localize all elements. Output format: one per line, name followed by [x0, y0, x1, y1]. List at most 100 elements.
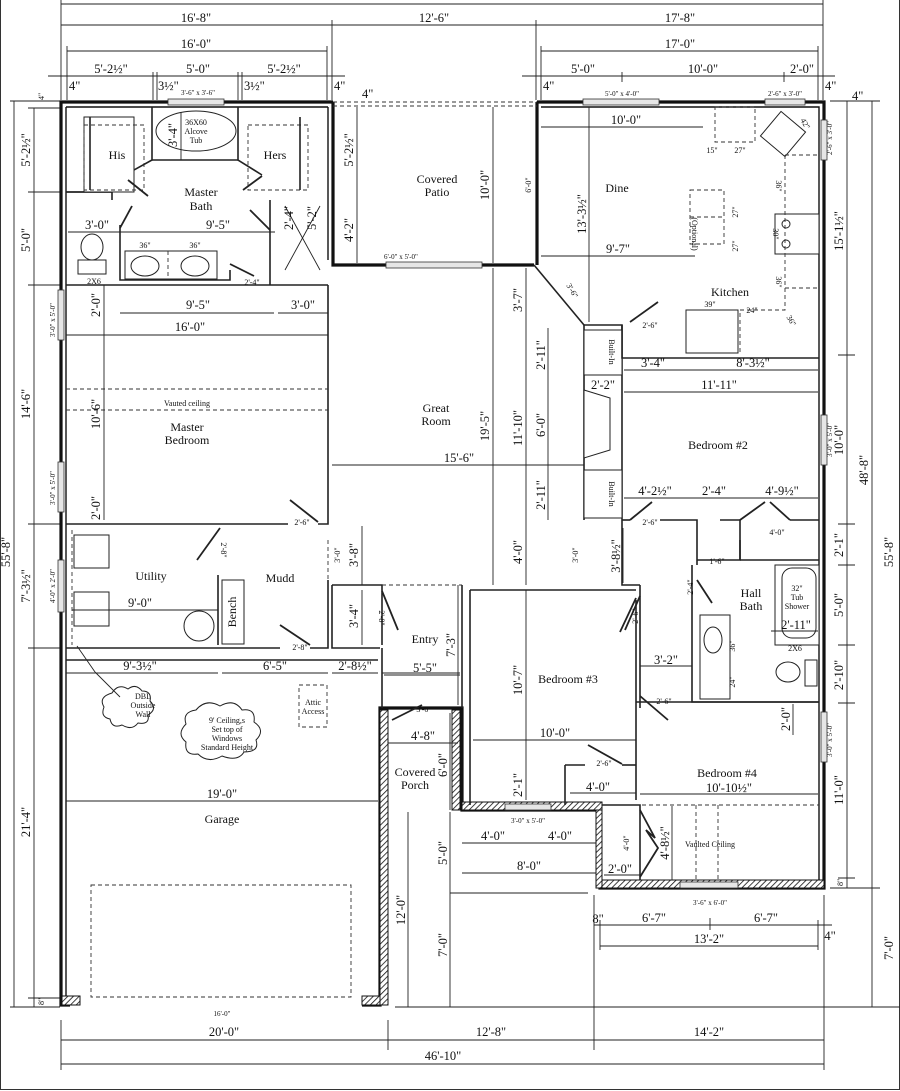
dim: 5'-2½" [342, 133, 356, 166]
dim-small: 8" [836, 879, 845, 886]
window-label: 3'-0" x 5'-0" [49, 303, 57, 337]
dim: 2'-1" [511, 773, 525, 797]
window-label: 3'-6" x 3'-6" [181, 89, 215, 97]
dim: 3'-6" [564, 282, 579, 300]
dim: 2X6 [788, 644, 802, 653]
label-bedroom4: Bedroom #4 [697, 766, 757, 780]
cloud-text: Wall [136, 710, 152, 719]
label-entry: Entry [412, 632, 439, 646]
dim-bottom-14-2: 14'-2" [694, 1025, 724, 1039]
dim: 39" [704, 300, 715, 309]
dim-small: 3½" [158, 79, 179, 93]
dim: 4'-8" [411, 729, 435, 743]
dim: 3'-4" [166, 123, 180, 147]
dim: 4'-2" [342, 218, 356, 242]
sink [130, 255, 160, 277]
label-covered-patio-2: Patio [425, 185, 450, 199]
dim: 30" [771, 228, 780, 239]
dim: 3'-8" [347, 543, 361, 567]
dim: 1'-6" [709, 557, 724, 566]
tub-label: Tub [791, 593, 804, 602]
dim-left-5-2.5: 5'-2½" [19, 133, 33, 166]
dim: 4'-2½" [638, 484, 671, 498]
interior-dimensions: 3'-4" 3'-0" 9'-5" 2'-4" 5'-2" 36" 36" 2'… [66, 107, 818, 1007]
cloud-text: DBL [135, 692, 151, 701]
dim: 12'-0" [394, 895, 408, 925]
dim-small: 4" [824, 929, 835, 943]
dim: 9'-3½" [123, 659, 156, 673]
dim: 5'-0" [436, 841, 450, 865]
window-bed4 [679, 881, 739, 889]
dim-right-main-total: 48'-8" [857, 455, 871, 485]
dim: 36" [728, 640, 737, 651]
dim-left-7-3.5: 7'-3½" [19, 569, 33, 602]
dim: 2'-6" [656, 697, 671, 706]
dim-left-5-0: 5'-0" [19, 228, 33, 252]
dim-master-bath-left: 5'-2½" [94, 62, 127, 76]
dim-small: 4" [852, 89, 863, 103]
dim-small: 4" [362, 87, 373, 101]
window-label: 2'-6" x 3'-0" [826, 121, 834, 155]
dim: 6'-7" [754, 911, 778, 925]
attic-text: Access [302, 707, 325, 716]
window-front [504, 803, 552, 811]
label-great-room-2: Room [421, 414, 451, 428]
dim-right-5-0: 5'-0" [832, 593, 846, 617]
label-kitchen: Kitchen [711, 285, 749, 299]
dim: 27" [731, 206, 740, 217]
washer [73, 534, 110, 569]
attic-access [298, 684, 328, 728]
dim: 3'-4" [347, 604, 361, 628]
dim: 10'-0" [478, 170, 492, 200]
dim: 3'-0" [291, 298, 315, 312]
dim: 9'-5" [206, 218, 230, 232]
label-bedroom2: Bedroom #2 [688, 438, 748, 452]
dim: 6'-0" [534, 413, 548, 437]
window-master-bed-1 [57, 289, 65, 341]
dim: 4'-0" [481, 829, 505, 843]
cloud-text: Standard Height [201, 743, 254, 752]
exterior-walls: 6'-0" x 5'-0" 3'-0" x 5'-0" 3'-6" x 6'-0… [57, 98, 828, 1007]
dim: 8'-3½" [736, 356, 769, 370]
dim: 2'-11" [781, 618, 811, 632]
dim: 6'-0" [524, 177, 533, 192]
dim: 9'-5" [186, 298, 210, 312]
dim: 16'-0" [175, 320, 205, 334]
label-mudd: Mudd [266, 571, 295, 585]
toilet [80, 233, 104, 261]
dim: 36" [139, 241, 150, 250]
dim: 2'-0" [608, 862, 632, 876]
dim-right-7-0: 7'-0" [882, 936, 896, 960]
dim-small: 4" [543, 79, 554, 93]
dim: 10'-10½" [706, 781, 752, 795]
dim: 3'-0" [416, 705, 431, 714]
dim-left-total: 55'-8" [0, 537, 13, 567]
window-label: 3'-0" x 5'-0" [511, 817, 545, 825]
window-dine [582, 98, 660, 106]
dim: 3'-8½" [609, 539, 623, 572]
dim-small: 8" [37, 998, 46, 1005]
window-label: 3'-0" x 5'-0" [826, 723, 834, 757]
window-label: 6'-0" x 5'-0" [384, 253, 418, 261]
dim: 24" [728, 676, 737, 687]
dim-left-14-6: 14'-6" [19, 389, 33, 419]
dim: 2'-8" [219, 542, 228, 557]
window-kitchen-side [820, 119, 828, 161]
dim: 2'-11" [534, 480, 548, 510]
dim: 2'-6" [642, 518, 657, 527]
label-great-room-1: Great [423, 401, 450, 415]
dim-right-11-0: 11'-0" [832, 775, 846, 805]
tub-label: Alcove [184, 127, 208, 136]
label-utility: Utility [135, 569, 166, 583]
dim: 10'-7" [511, 665, 525, 695]
attic-text: Attic [305, 698, 321, 707]
dim: 9'-7" [606, 242, 630, 256]
dim: 10'-0" [611, 113, 641, 127]
dim-dine-window-span: 10'-0" [688, 62, 718, 76]
left-dimensions: 5'-2½" 5'-0" 14'-6" 7'-3½" 21'-4" 55'-8"… [0, 93, 60, 1008]
dim-bottom-12-8: 12'-8" [476, 1025, 506, 1039]
dim: 2'-6" [642, 321, 657, 330]
note-vaulted: Vauted ceiling [164, 399, 210, 408]
kitchen-sink [759, 110, 807, 158]
